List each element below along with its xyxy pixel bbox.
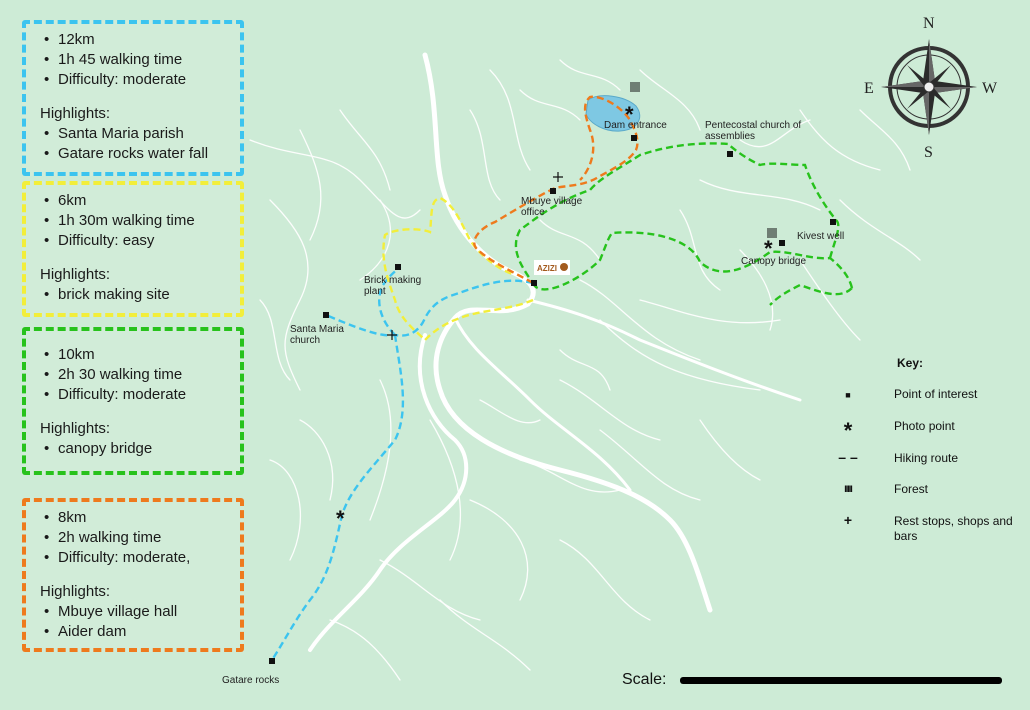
route-box-yellow: 6km 1h 30m walking time Difficulty: easy… [22, 181, 244, 317]
route-time: 2h walking time [36, 528, 230, 548]
azizi-marker [534, 260, 570, 275]
legend-label-poi: Point of interest [894, 387, 978, 401]
svg-text:*: * [336, 506, 345, 531]
legend-item-route: – – Hiking route [830, 449, 1020, 473]
scale-bar [680, 677, 1002, 684]
route-distance: 10km [36, 345, 230, 365]
rest-stops [387, 172, 563, 340]
highlight-item: Mbuye village hall [36, 602, 230, 622]
legend-title: Key: [897, 356, 924, 370]
route-time: 2h 30 walking time [36, 365, 230, 385]
points-of-interest [269, 135, 836, 664]
label-pentecostal-church: Pentecostal church of assemblies [705, 120, 802, 142]
photo-points: * * * [336, 102, 773, 531]
route-box-green: 10km 2h 30 walking time Difficulty: mode… [22, 327, 244, 475]
label-santa-maria-church: Santa Maria church [290, 324, 344, 346]
route-difficulty: Difficulty: moderate [36, 385, 230, 405]
highlight-item: Aider dam [36, 622, 230, 642]
route-distance: 8km [36, 508, 230, 528]
highlight-item: Santa Maria parish [36, 124, 230, 144]
svg-text:*: * [764, 236, 773, 261]
legend-symbol-forest: IIIII [844, 484, 853, 494]
main-roads [308, 52, 802, 652]
route-difficulty: Difficulty: moderate, [36, 548, 230, 568]
legend-item-poi: ■ Point of interest [830, 387, 1020, 409]
highlight-item: Gatare rocks water fall [36, 144, 230, 164]
scale-label: Scale: [622, 671, 667, 688]
route-time: 1h 30m walking time [36, 211, 230, 231]
route-distance: 6km [36, 191, 230, 211]
dam-lake [585, 95, 641, 132]
label-dam-entrance: Dam entrance [604, 120, 667, 131]
compass-rose-icon [881, 39, 977, 135]
label-brick-making-plant: Brick making plant [364, 275, 422, 297]
hiking-routes [270, 95, 854, 661]
route-box-orange: 8km 2h walking time Difficulty: moderate… [22, 498, 244, 652]
compass-s-label: S [924, 144, 933, 161]
route-difficulty: Difficulty: easy [36, 231, 230, 251]
svg-text:*: * [625, 102, 634, 127]
route-yellow [382, 196, 534, 342]
label-kivest-well: Kivest well [797, 231, 845, 242]
highlights-title: Highlights: [40, 420, 111, 437]
legend-label-rest: Rest stops, shops and bars [894, 514, 1013, 543]
label-gatare-rocks: Gatare rocks [222, 675, 280, 686]
highlights-title: Highlights: [40, 266, 111, 283]
legend-label-route: Hiking route [894, 451, 959, 465]
label-azizi: AZIZI [537, 264, 557, 273]
legend-label-forest: Forest [894, 482, 929, 496]
highlights-title: Highlights: [40, 583, 111, 600]
route-distance: 12km [36, 30, 230, 50]
forest-markers [630, 82, 777, 238]
legend-item-rest-stops: + Rest stops, shops and bars [830, 512, 1020, 548]
legend-symbol-poi: ■ [845, 390, 851, 400]
route-difficulty: Difficulty: moderate [36, 70, 230, 90]
legend-symbol-photo: * [843, 418, 853, 443]
legend-item-forest: IIIII Forest [830, 482, 1020, 504]
legend-label-photo: Photo point [894, 419, 955, 433]
route-box-blue: 12km 1h 45 walking time Difficulty: mode… [22, 20, 244, 176]
route-green [514, 142, 854, 306]
legend-symbol-rest: + [843, 512, 853, 528]
highlight-item: canopy bridge [36, 439, 230, 459]
compass-n-label: N [923, 15, 935, 32]
label-mbuye-village-office: Mbuye village office [521, 196, 583, 218]
compass-w-label: W [982, 80, 998, 97]
legend-symbol-route: – – [838, 449, 858, 465]
label-canopy-bridge: Canopy bridge [741, 256, 807, 267]
legend-item-photo: * Photo point [830, 418, 1020, 443]
route-blue [270, 266, 534, 661]
route-time: 1h 45 walking time [36, 50, 230, 70]
compass-e-label: E [864, 80, 874, 97]
route-orange [473, 95, 639, 285]
highlights-title: Highlights: [40, 105, 111, 122]
highlight-item: brick making site [36, 285, 230, 305]
